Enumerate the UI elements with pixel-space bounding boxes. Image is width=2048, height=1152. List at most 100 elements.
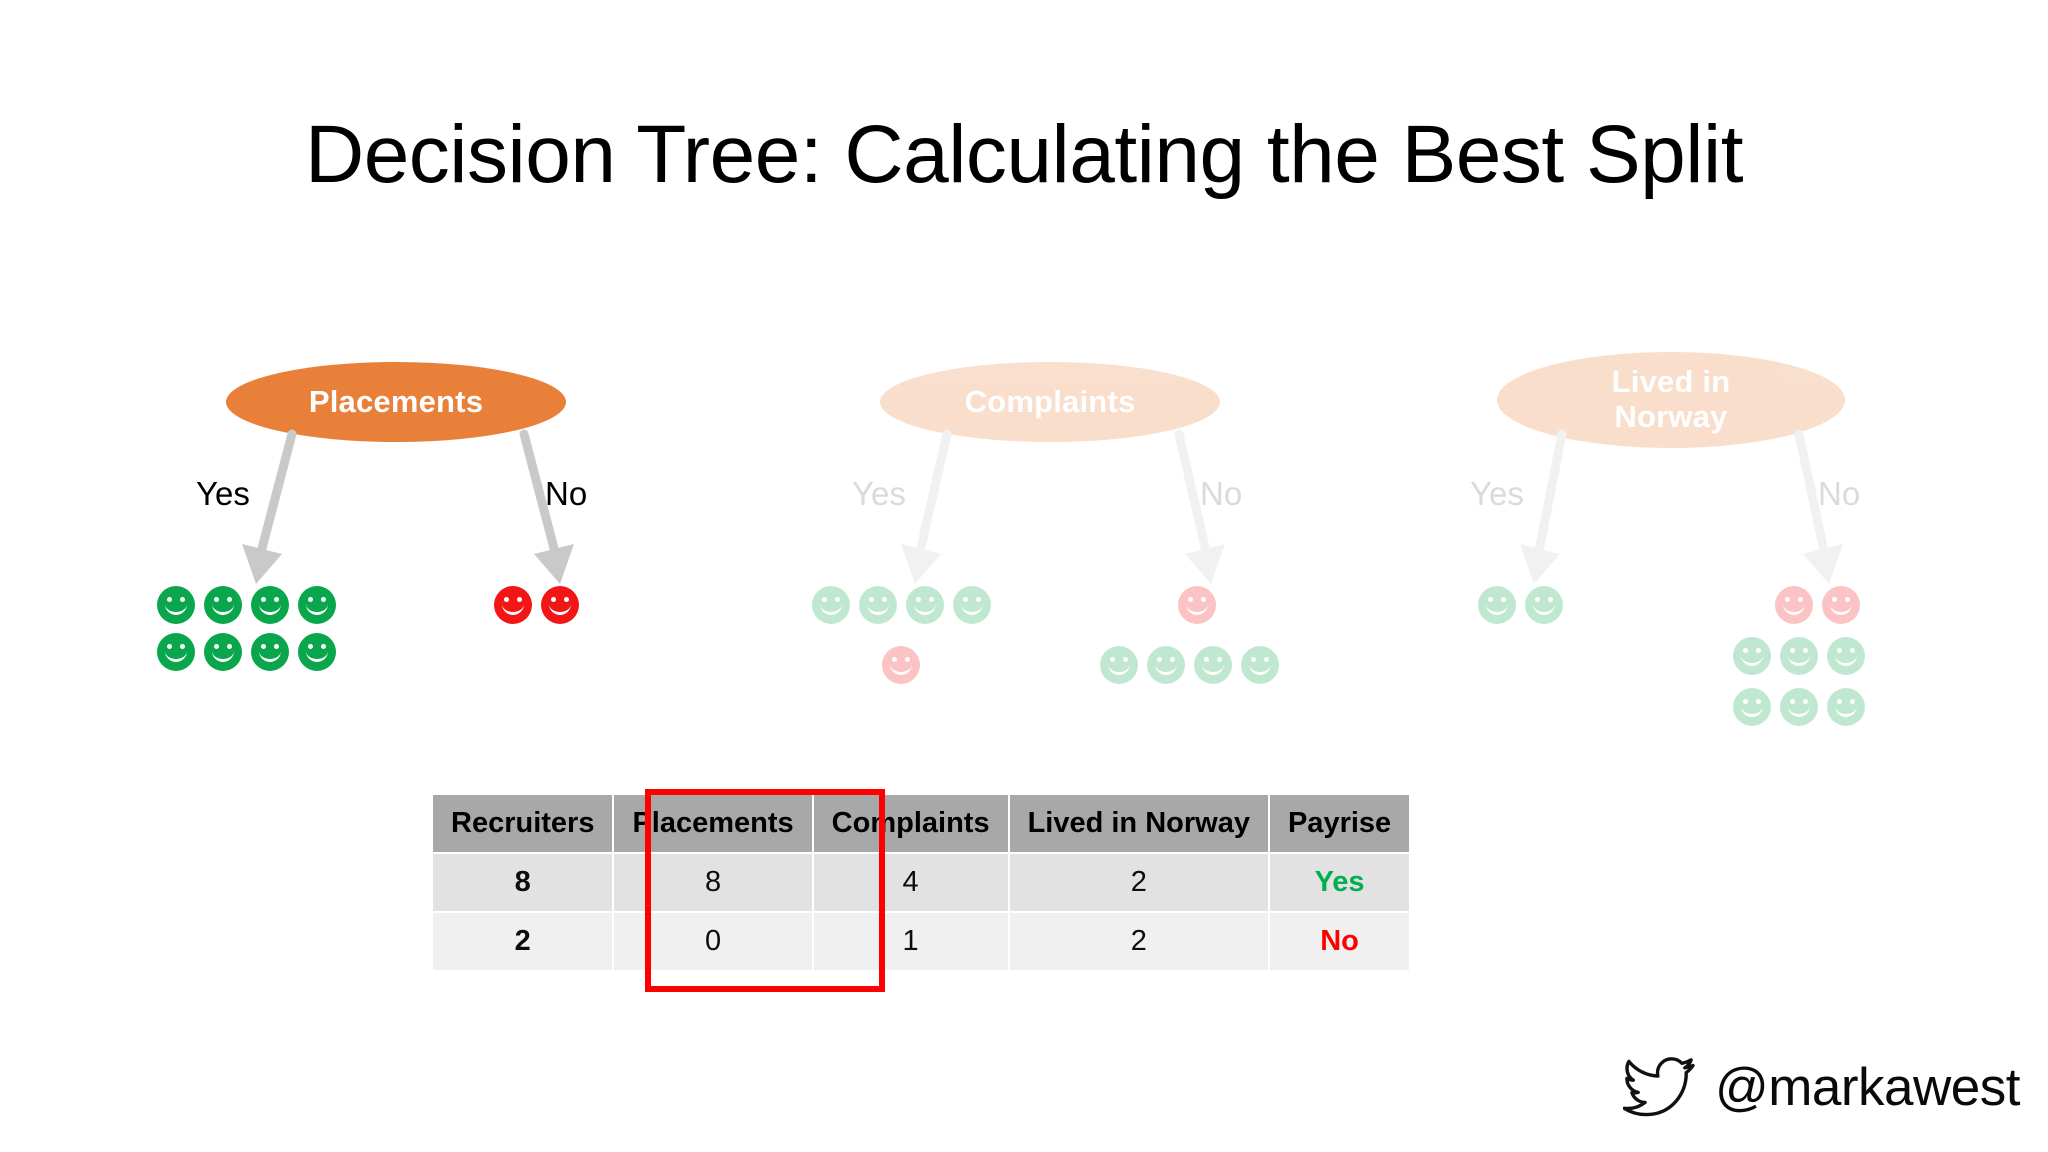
face-row <box>882 646 991 684</box>
face-red <box>1822 586 1860 624</box>
cell-placements: 8 <box>614 854 812 911</box>
face-green <box>1733 688 1771 726</box>
cell-payrise: No <box>1269 913 1410 970</box>
face-green <box>1780 637 1818 675</box>
eye-left <box>308 597 313 602</box>
column-header-recruiters[interactable]: Recruiters <box>433 795 613 852</box>
branch-arrow-no <box>1174 429 1225 584</box>
mouth <box>1835 706 1857 717</box>
cell-recruiters: 8 <box>433 854 613 911</box>
face-row <box>1178 586 1279 624</box>
tree-node-label: Lived in Norway <box>1611 364 1731 434</box>
eye-right <box>321 597 326 602</box>
eye-right <box>1803 699 1808 704</box>
face-green <box>953 586 991 624</box>
face-green <box>1780 688 1818 726</box>
eye-right <box>1170 657 1175 662</box>
face-green <box>157 586 195 624</box>
mouth <box>1788 655 1810 666</box>
eye-right <box>227 644 232 649</box>
face-green <box>1827 637 1865 675</box>
column-header-payrise[interactable]: Payrise <box>1269 795 1410 852</box>
eye-right <box>517 597 522 602</box>
eye-left <box>1832 597 1837 602</box>
eye-left <box>1837 699 1842 704</box>
tree-node-lived-in-norway[interactable]: Lived in Norway <box>1497 352 1845 448</box>
face-green <box>298 633 336 671</box>
outcome-group-yes <box>157 586 336 671</box>
eye-left <box>551 597 556 602</box>
face-red <box>541 586 579 624</box>
eye-left <box>214 644 219 649</box>
branch-label-no: No <box>1818 475 1861 512</box>
mouth <box>306 604 328 615</box>
eye-right <box>1798 597 1803 602</box>
mouth <box>1835 655 1857 666</box>
eye-right <box>1803 648 1808 653</box>
social-handle: @markawest <box>1622 1056 2021 1118</box>
mouth <box>820 604 842 615</box>
eye-right <box>1756 648 1761 653</box>
outcome-group-yes <box>1478 586 1563 624</box>
eye-left <box>1188 597 1193 602</box>
eye-left <box>892 657 897 662</box>
face-green <box>859 586 897 624</box>
mouth <box>1533 604 1555 615</box>
eye-left <box>261 597 266 602</box>
mouth <box>259 604 281 615</box>
eye-left <box>869 597 874 602</box>
outcome-group-yes <box>812 586 991 684</box>
branch-label-no: No <box>545 475 588 512</box>
eye-left <box>214 597 219 602</box>
tree-node-complaints[interactable]: Complaints <box>880 362 1220 442</box>
column-header-placements[interactable]: Placements <box>614 795 812 852</box>
mouth <box>961 604 983 615</box>
eye-right <box>1548 597 1553 602</box>
face-green <box>906 586 944 624</box>
face-green <box>251 633 289 671</box>
column-header-lived-in-norway[interactable]: Lived in Norway <box>1009 795 1268 852</box>
eye-right <box>1217 657 1222 662</box>
branch-arrow-yes <box>901 429 952 584</box>
mouth <box>306 651 328 662</box>
mouth <box>1830 604 1852 615</box>
eye-left <box>1837 648 1842 653</box>
branch-arrow-no <box>1794 429 1843 584</box>
eye-left <box>1743 648 1748 653</box>
face-row <box>1733 637 1865 675</box>
mouth <box>1741 706 1763 717</box>
eye-right <box>1756 699 1761 704</box>
mouth <box>212 651 234 662</box>
eye-right <box>274 597 279 602</box>
face-green <box>1100 646 1138 684</box>
eye-left <box>822 597 827 602</box>
column-header-complaints[interactable]: Complaints <box>813 795 1008 852</box>
twitter-bird-icon <box>1622 1057 1695 1117</box>
mouth <box>890 664 912 675</box>
eye-left <box>1785 597 1790 602</box>
table-header-row: Recruiters Placements Complaints Lived i… <box>433 795 1410 852</box>
face-red <box>494 586 532 624</box>
eye-right <box>274 644 279 649</box>
eye-right <box>1123 657 1128 662</box>
tree-node-placements[interactable]: Placements <box>226 362 566 442</box>
outcome-group-no <box>1100 586 1279 684</box>
face-green <box>1147 646 1185 684</box>
eye-right <box>976 597 981 602</box>
table-row: 2 0 1 2 No <box>433 913 1410 970</box>
table-row: 8 8 4 2 Yes <box>433 854 1410 911</box>
eye-right <box>564 597 569 602</box>
eye-left <box>261 644 266 649</box>
eye-right <box>905 657 910 662</box>
face-red <box>882 646 920 684</box>
face-green <box>298 586 336 624</box>
eye-left <box>1743 699 1748 704</box>
face-row <box>157 586 336 624</box>
face-green <box>1827 688 1865 726</box>
data-table: Recruiters Placements Complaints Lived i… <box>431 793 1411 972</box>
eye-left <box>1790 648 1795 653</box>
face-row <box>494 586 579 624</box>
eye-right <box>835 597 840 602</box>
eye-right <box>1845 597 1850 602</box>
mouth <box>212 604 234 615</box>
